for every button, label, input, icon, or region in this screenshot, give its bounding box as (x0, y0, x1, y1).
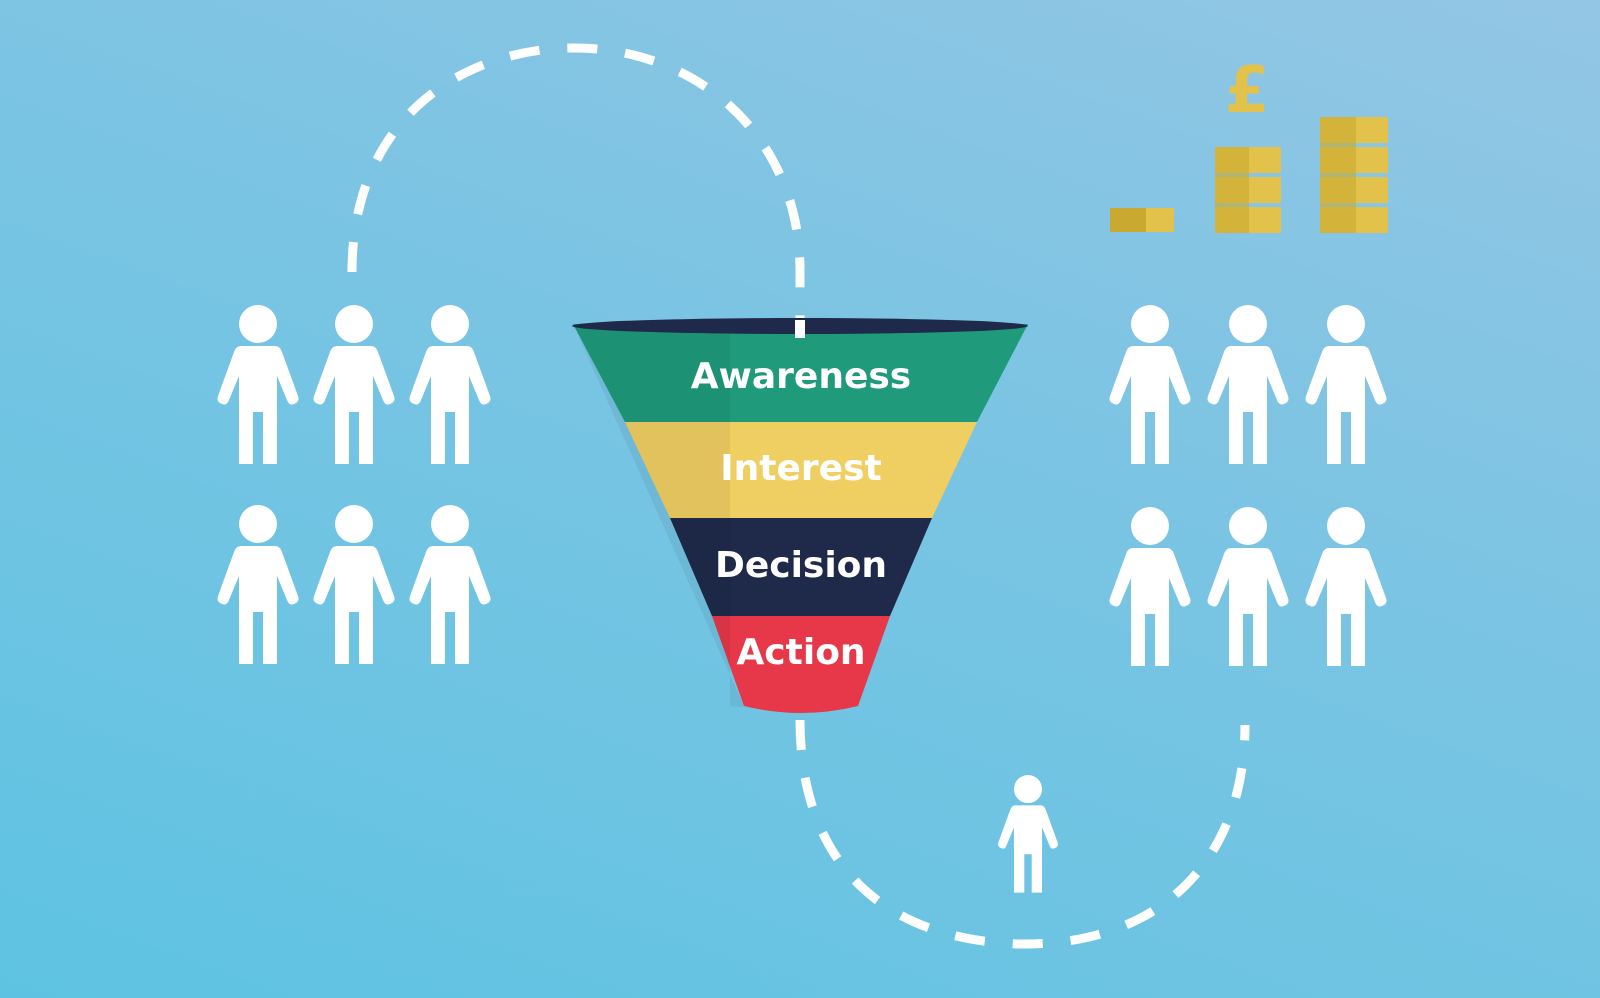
dashed-path-top (347, 43, 805, 334)
person-icon (217, 505, 299, 664)
person-icon (998, 775, 1058, 893)
funnel-label-interest: Interest (720, 448, 881, 489)
person-icon (313, 505, 395, 664)
coin-stack-small (1110, 208, 1174, 232)
converted-person (998, 775, 1058, 893)
person-icon (1207, 305, 1289, 464)
person-icon (313, 305, 395, 464)
left-people-group (217, 305, 491, 664)
coin-stack-large (1320, 117, 1388, 233)
person-icon (217, 305, 299, 464)
dashed-path-bottom (795, 719, 1250, 949)
funnel-stage-awareness (573, 324, 1028, 422)
right-people-group (1109, 305, 1387, 666)
pound-sign-icon: £ (1225, 54, 1270, 128)
person-icon (1207, 507, 1289, 666)
person-icon (409, 305, 491, 464)
person-icon (1305, 507, 1387, 666)
funnel-label-decision: Decision (715, 545, 887, 586)
person-icon (1109, 305, 1191, 464)
person-icon (1109, 507, 1191, 666)
funnel-stage-action (712, 616, 890, 713)
person-icon (409, 505, 491, 664)
funnel-label-awareness: Awareness (691, 356, 911, 397)
funnel-stage-decision (670, 518, 932, 616)
coin-stacks: £ (1110, 54, 1388, 233)
coin-stack-medium (1215, 147, 1281, 233)
person-icon (1305, 305, 1387, 464)
funnel-label-action: Action (736, 632, 865, 673)
sales-funnel: Awareness Interest Decision Action (572, 318, 1028, 713)
funnel-stage-interest (625, 422, 977, 518)
